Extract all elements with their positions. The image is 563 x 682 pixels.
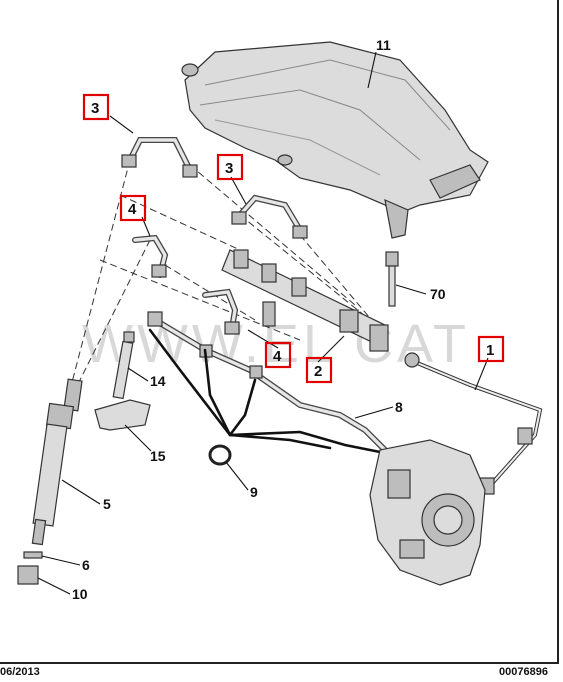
svg-text:2: 2 — [314, 363, 322, 380]
high-pressure-pump — [369, 439, 486, 586]
svg-text:3: 3 — [225, 160, 233, 177]
callout-11: 11 — [376, 37, 391, 53]
sleeve-part-10 — [17, 565, 39, 585]
clamp-stud-part-14 — [112, 331, 135, 400]
boxed-callout-4-lower: 4 — [264, 341, 292, 369]
boxed-callout-2: 2 — [305, 356, 333, 384]
svg-text:1: 1 — [486, 342, 494, 359]
callout-8: 8 — [395, 399, 403, 415]
injector-part-5 — [31, 378, 83, 546]
pipe-4-lower — [202, 288, 240, 335]
callout-10: 10 — [72, 586, 88, 602]
callout-9: 9 — [250, 484, 258, 500]
pipe-4-upper — [132, 234, 169, 278]
footer-date: 06/2013 — [0, 666, 40, 678]
seal-ring-part-9 — [208, 444, 232, 466]
bolt-part-70 — [385, 251, 399, 307]
washer-part-6 — [23, 551, 43, 559]
engine-cover-part-11 — [181, 41, 489, 239]
callout-5: 5 — [103, 496, 111, 512]
injector-pipe-3-left — [121, 137, 198, 178]
boxed-callout-3-left: 3 — [82, 93, 110, 121]
svg-text:4: 4 — [273, 348, 282, 365]
svg-text:4: 4 — [128, 201, 137, 218]
return-line-part-1 — [404, 352, 543, 495]
footer-reference: 00076896 — [499, 666, 548, 678]
callout-15: 15 — [150, 448, 166, 464]
wiring-harness — [148, 328, 382, 454]
callout-14: 14 — [150, 373, 166, 389]
clamp-part-15 — [94, 399, 151, 431]
callout-6: 6 — [82, 557, 90, 573]
fuel-rail-part-2 — [221, 249, 389, 352]
drawing-frame — [0, 0, 559, 664]
svg-text:3: 3 — [91, 100, 99, 117]
boxed-callout-4-upper: 4 — [119, 194, 147, 222]
injector-pipe-3-right — [231, 194, 308, 239]
boxed-callout-3-right: 3 — [216, 153, 244, 181]
boxed-callout-1: 1 — [477, 335, 505, 363]
callout-70: 70 — [430, 286, 446, 302]
